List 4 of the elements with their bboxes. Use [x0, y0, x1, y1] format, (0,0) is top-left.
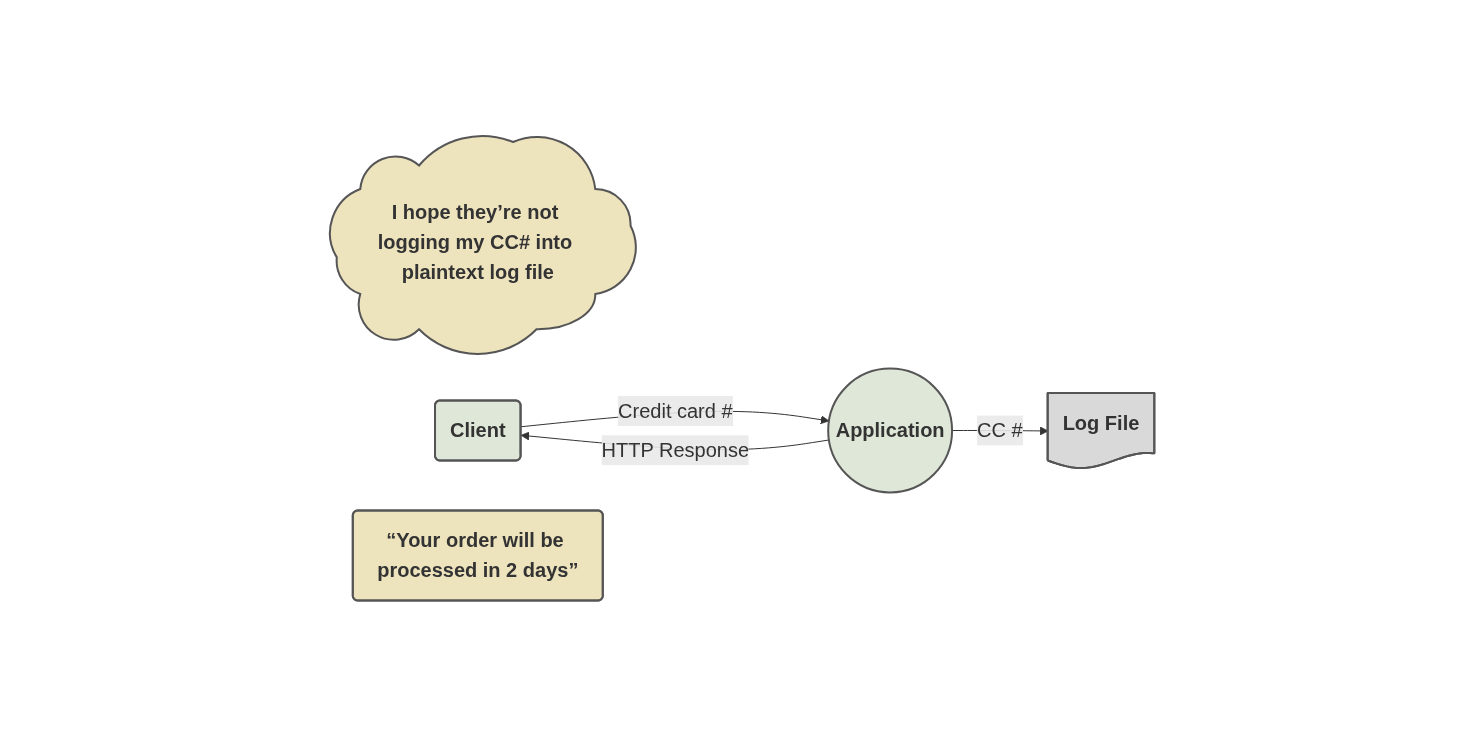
node-circle: Application: [827, 367, 953, 494]
edge-label: HTTP Response: [601, 439, 749, 462]
edge-label: Credit card #: [617, 400, 733, 423]
edge-label: CC #: [976, 419, 1023, 442]
